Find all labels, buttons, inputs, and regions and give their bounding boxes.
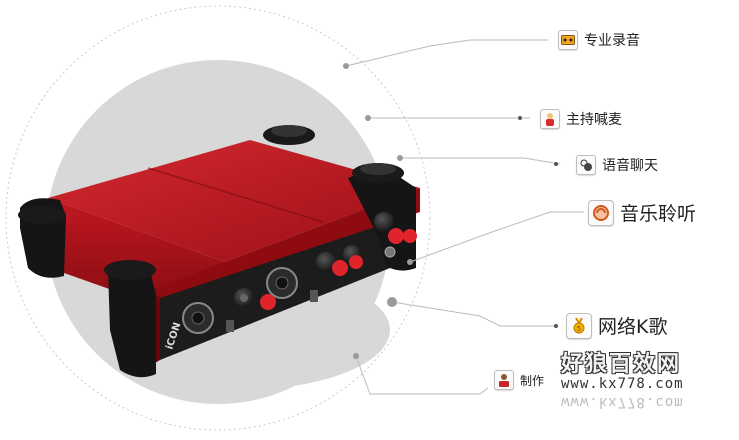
headphone-jack bbox=[384, 246, 396, 258]
knob-7 bbox=[374, 212, 394, 232]
svg-text:5: 5 bbox=[577, 325, 581, 333]
feature-label: 专业录音 bbox=[584, 33, 640, 49]
cassette-icon bbox=[558, 30, 578, 50]
feature-label: 语音聊天 bbox=[602, 158, 658, 174]
watermark-title: 好狼百效网 bbox=[561, 352, 682, 377]
foot-front-top bbox=[104, 260, 156, 280]
knob-6-red bbox=[349, 255, 363, 269]
feature-label: 音乐聆听 bbox=[620, 203, 697, 225]
feature-label: 主持喊麦 bbox=[566, 112, 622, 128]
outer-dashed-circle bbox=[5, 5, 431, 431]
host-microphone-icon bbox=[540, 109, 560, 129]
knob-8-red bbox=[388, 228, 404, 244]
feature-voice-chat: 语音聊天 bbox=[576, 155, 658, 175]
knob-3 bbox=[316, 252, 336, 272]
knob-2-red bbox=[260, 294, 276, 310]
production-icon bbox=[494, 370, 514, 390]
device-top bbox=[48, 140, 420, 262]
knob-4-red bbox=[332, 260, 348, 276]
bumper-front-left bbox=[108, 261, 156, 378]
connector-dots bbox=[343, 63, 558, 359]
feature-host-mc: 主持喊麦 bbox=[540, 109, 622, 129]
feature-music-listening: 音乐聆听 bbox=[588, 199, 696, 226]
feature-label: 网络K歌 bbox=[598, 316, 668, 338]
feature-production: 制作 bbox=[494, 370, 544, 390]
site-watermark: 好狼百效网 www.kx778.com www.kx778.com bbox=[561, 346, 733, 416]
knob-9-red bbox=[403, 229, 417, 243]
karaoke-medal-icon: 5 bbox=[566, 312, 592, 339]
connector-lines bbox=[345, 39, 584, 395]
watermark-url: www.kx778.com bbox=[561, 376, 684, 392]
watermark-url-reflection: www.kx778.com bbox=[561, 394, 684, 410]
feature-label: 制作 bbox=[520, 373, 545, 388]
music-listening-icon bbox=[588, 199, 614, 226]
feature-professional-recording: 专业录音 bbox=[558, 30, 640, 50]
voice-chat-icon bbox=[576, 155, 596, 175]
feature-online-karaoke: 5 网络K歌 bbox=[566, 312, 667, 339]
foot-left-top bbox=[18, 206, 66, 224]
